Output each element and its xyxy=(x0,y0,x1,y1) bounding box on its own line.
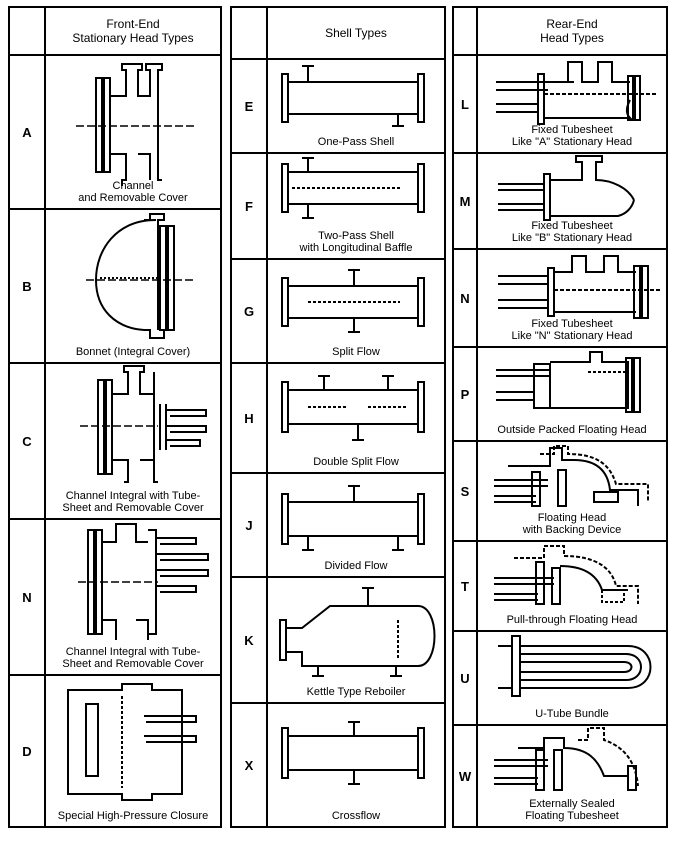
rear-end-row-t: T Pull-through Floating Head xyxy=(454,542,666,632)
row-letter: T xyxy=(454,542,478,630)
rear-end-row-m: M Fixed Tubesheet Like "B" Stationary He… xyxy=(454,154,666,250)
divided-flow-icon xyxy=(281,485,425,551)
rear-end-row-u: U U-Tube Bundle xyxy=(454,632,666,726)
row-caption: Bonnet (Integral Cover) xyxy=(75,346,191,358)
rear-end-header: Rear-End Head Types xyxy=(454,8,666,56)
front-end-column: Front-End Stationary Head Types A Channe… xyxy=(8,6,222,828)
shell-title: Shell Types xyxy=(325,26,387,40)
rear-end-row-w: W Externally Sealed Floating Tubesheet xyxy=(454,726,666,826)
row-letter: H xyxy=(232,364,268,472)
shell-row-x: X Crossflow xyxy=(232,704,444,826)
row-letter: X xyxy=(232,704,268,826)
high-pressure-closure-icon xyxy=(67,683,197,801)
front-end-row-c: C Channel Integral with Tube- Sheet and … xyxy=(10,364,220,520)
shell-header: Shell Types xyxy=(232,8,444,60)
row-letter: F xyxy=(232,154,268,258)
front-end-title: Front-End Stationary Head Types xyxy=(72,17,194,45)
one-pass-shell-icon xyxy=(281,65,425,127)
rear-end-row-s: S Floating Head with Backing Device xyxy=(454,442,666,542)
front-end-header: Front-End Stationary Head Types xyxy=(10,8,220,56)
row-letter: N xyxy=(10,520,46,674)
row-letter: L xyxy=(454,56,478,152)
row-caption: Channel Integral with Tube- Sheet and Re… xyxy=(62,490,204,514)
channel-integral-tubesheet-n-icon xyxy=(78,523,209,640)
row-caption: Two-Pass Shell with Longitudinal Baffle xyxy=(299,230,413,254)
row-letter: C xyxy=(10,364,46,518)
row-letter: G xyxy=(232,260,268,362)
shell-row-k: K Kettle Type Reboiler xyxy=(232,578,444,704)
row-letter: N xyxy=(454,250,478,346)
rear-end-row-l: L Fixed Tubesheet Like "A" Stationary He… xyxy=(454,56,666,154)
shell-row-h: H Double Split Flow xyxy=(232,364,444,474)
floating-head-backing-icon xyxy=(494,445,649,507)
shell-column: Shell Types E One-Pass Shell F xyxy=(230,6,446,828)
row-letter: P xyxy=(454,348,478,440)
crossflow-icon xyxy=(281,721,425,785)
front-end-row-a: A Channel and Removable Cover xyxy=(10,56,220,210)
row-letter: K xyxy=(232,578,268,702)
row-caption: Externally Sealed Floating Tubesheet xyxy=(525,798,619,822)
row-caption: Floating Head with Backing Device xyxy=(522,512,622,536)
row-caption: Fixed Tubesheet Like "N" Stationary Head xyxy=(511,318,633,342)
u-tube-bundle-icon xyxy=(498,635,652,697)
shell-row-g: G Split Flow xyxy=(232,260,444,364)
externally-sealed-tubesheet-icon xyxy=(494,727,639,791)
row-letter: M xyxy=(454,154,478,248)
row-letter: B xyxy=(10,210,46,362)
row-caption: Special High-Pressure Closure xyxy=(57,810,209,822)
outside-packed-floating-head-icon xyxy=(496,351,641,413)
row-caption: Pull-through Floating Head xyxy=(506,614,638,626)
row-caption: Outside Packed Floating Head xyxy=(497,424,647,436)
row-caption: U-Tube Bundle xyxy=(535,708,609,720)
row-caption: Crossflow xyxy=(331,810,381,822)
row-caption: Double Split Flow xyxy=(313,456,399,468)
rear-end-column: Rear-End Head Types L Fixed Tubesheet Li… xyxy=(452,6,668,828)
row-caption: Channel Integral with Tube- Sheet and Re… xyxy=(62,646,204,670)
channel-integral-tubesheet-icon xyxy=(80,365,207,483)
row-caption: One-Pass Shell xyxy=(317,136,395,148)
channel-removable-cover-icon xyxy=(76,63,196,186)
row-letter: A xyxy=(10,56,46,208)
row-letter: D xyxy=(10,676,46,826)
row-caption: Fixed Tubesheet Like "A" Stationary Head xyxy=(511,124,633,148)
rear-end-row-p: P Outside Packed Floating Head xyxy=(454,348,666,442)
row-caption: Split Flow xyxy=(332,346,380,358)
pull-through-floating-head-icon xyxy=(494,545,639,605)
row-caption: Divided Flow xyxy=(324,560,388,572)
shell-row-f: F Two-Pass Shell with Longitudinal Baffl… xyxy=(232,154,444,260)
row-caption: Channel and Removable Cover xyxy=(78,180,188,204)
shell-row-j: J Divided Flow xyxy=(232,474,444,578)
row-letter: J xyxy=(232,474,268,576)
row-caption: Fixed Tubesheet Like "B" Stationary Head xyxy=(511,220,633,244)
fixed-tubesheet-n-icon xyxy=(498,255,662,319)
front-end-row-b: B Bonnet (Integral Cover) xyxy=(10,210,220,364)
rear-end-row-n: N Fixed Tubesheet Like "N" Stationary He… xyxy=(454,250,666,348)
front-end-row-n: N Channel Integral with Tube- Sheet and … xyxy=(10,520,220,676)
row-letter: E xyxy=(232,60,268,152)
fixed-tubesheet-b-icon xyxy=(498,155,635,221)
row-letter: U xyxy=(454,632,478,724)
row-letter: S xyxy=(454,442,478,540)
rear-end-title: Rear-End Head Types xyxy=(540,17,604,45)
front-end-row-d: D Special High-Pressure Closure xyxy=(10,676,220,826)
fixed-tubesheet-a-icon xyxy=(496,61,658,125)
bonnet-icon xyxy=(86,213,196,339)
double-split-flow-icon xyxy=(281,375,425,441)
split-flow-icon xyxy=(281,269,425,333)
row-letter: W xyxy=(454,726,478,826)
row-caption: Kettle Type Reboiler xyxy=(306,686,406,698)
kettle-reboiler-icon xyxy=(279,587,436,677)
two-pass-shell-icon xyxy=(281,157,425,219)
shell-row-e: E One-Pass Shell xyxy=(232,60,444,154)
